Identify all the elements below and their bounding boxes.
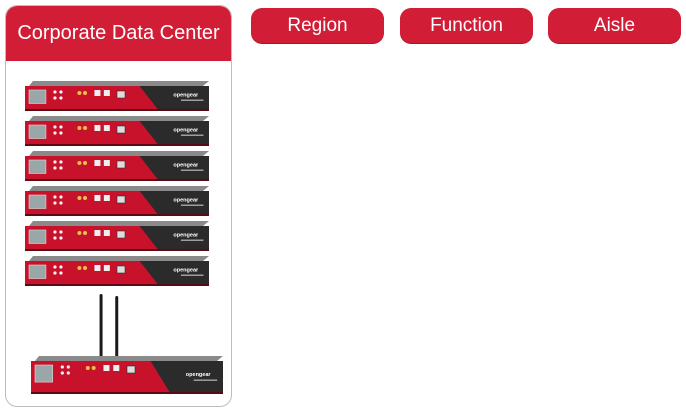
svg-text:opengear: opengear	[173, 268, 199, 274]
tab-function[interactable]: Function	[400, 8, 533, 43]
corporate-data-center-panel[interactable]: Corporate Data Center opengear opengear op…	[5, 5, 232, 407]
svg-text:opengear: opengear	[173, 163, 199, 169]
rack-appliance-image: opengear	[23, 116, 217, 150]
rack-appliance-image: opengear	[23, 186, 217, 220]
svg-text:opengear: opengear	[173, 128, 199, 134]
svg-text:opengear: opengear	[186, 372, 212, 378]
rack-appliance-image: opengear	[23, 81, 217, 115]
svg-text:opengear: opengear	[173, 233, 199, 239]
tab-region[interactable]: Region	[251, 8, 384, 43]
svg-text:opengear: opengear	[173, 198, 199, 204]
tab-aisle[interactable]: Aisle	[548, 8, 681, 43]
panel-title: Corporate Data Center	[6, 6, 231, 61]
rack-appliance-image: opengear	[23, 256, 217, 290]
svg-text:opengear: opengear	[173, 93, 199, 99]
rack-appliance-image: opengear	[23, 221, 217, 255]
cellular-appliance-image: opengear	[29, 294, 231, 398]
rack-appliance-image: opengear	[23, 151, 217, 185]
